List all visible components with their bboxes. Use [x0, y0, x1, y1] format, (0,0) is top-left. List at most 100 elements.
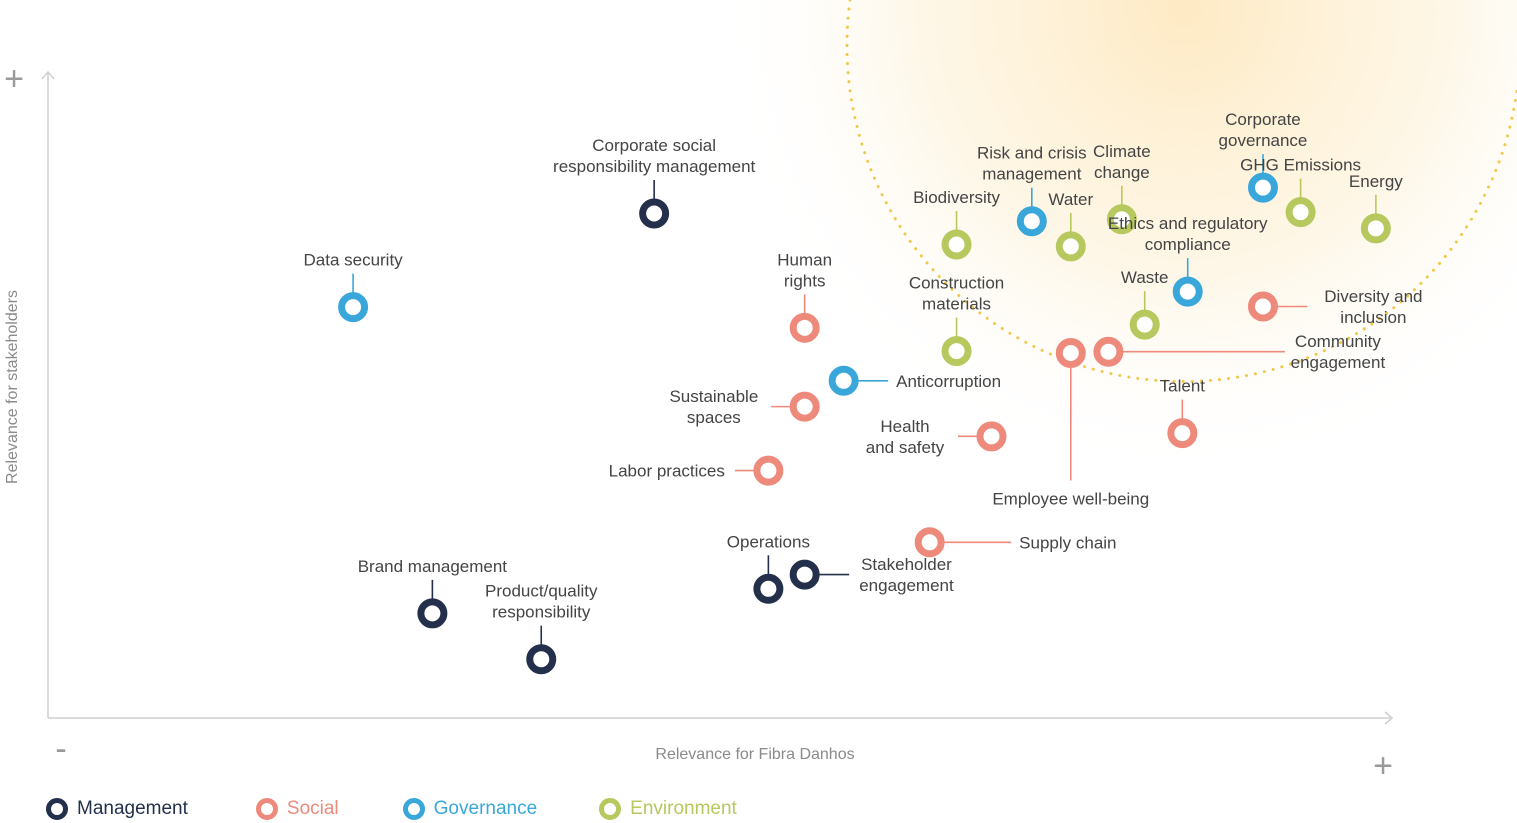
point-marker — [338, 292, 369, 323]
legend-marker-management — [46, 798, 68, 820]
legend-marker-environment — [599, 798, 622, 820]
point-label: Construction — [909, 274, 1004, 293]
x-axis-max-sign: + — [1373, 747, 1393, 785]
point-label: Stakeholder — [861, 555, 952, 574]
legend-marker-governance — [402, 798, 425, 820]
point-label: Data security — [303, 251, 403, 270]
point-marker — [789, 312, 820, 343]
point-waste: Waste — [1121, 268, 1169, 340]
point-corporate-governance: Corporate governance — [1219, 110, 1308, 203]
point-label: materials — [922, 295, 991, 314]
point-label: Ethics and regulatory — [1108, 214, 1268, 233]
point-label: Diversity and — [1324, 287, 1422, 306]
point-sustainable-spaces: Sustainable spaces — [669, 387, 820, 427]
point-label: Brand management — [358, 557, 508, 576]
point-label: GHG Emissions — [1240, 156, 1361, 175]
point-marker — [1247, 172, 1278, 203]
point-label: Risk and crisis — [977, 144, 1087, 163]
x-axis-arrow — [1384, 711, 1394, 725]
legend-label-environment: Environment — [630, 798, 737, 819]
legend-item-social: Social — [255, 798, 339, 820]
point-label: Biodiversity — [913, 188, 1000, 207]
point-label: Climate — [1093, 142, 1151, 161]
y-axis-title: Relevance for stakeholders — [4, 290, 21, 484]
highlight-dotted-arc — [845, 0, 1517, 384]
point-data-security: Data security — [303, 251, 403, 323]
point-label: Water — [1048, 190, 1093, 209]
point-label: Anticorruption — [896, 372, 1001, 391]
point-marker — [1129, 309, 1160, 340]
legend-marker-social — [255, 798, 278, 820]
point-product-quality-responsibility: Product/quality responsibility — [485, 582, 598, 675]
point-water: Water — [1048, 190, 1093, 262]
point-marker — [1106, 204, 1137, 235]
point-marker — [1172, 276, 1203, 307]
point-ghg-emissions: GHG Emissions — [1240, 156, 1361, 228]
point-label: Talent — [1160, 377, 1206, 396]
point-marker — [1247, 291, 1278, 322]
point-brand-management: Brand management — [358, 557, 508, 629]
point-construction-materials: Construction materials — [909, 274, 1004, 367]
point-label: Human — [777, 250, 832, 269]
point-marker — [639, 198, 670, 229]
point-anticorruption: Anticorruption — [828, 365, 1001, 396]
point-marker — [1055, 338, 1086, 369]
point-community-engagement: Community engagement — [1093, 332, 1386, 372]
legend-label-social: Social — [286, 798, 339, 819]
legend-label-management: Management — [77, 798, 188, 819]
point-stakeholder-engagement: Stakeholder engagement — [789, 555, 954, 595]
point-labor-practices: Labor practices — [609, 455, 784, 486]
legend-label-governance: Governance — [433, 798, 538, 819]
point-marker — [914, 527, 945, 558]
highlight-zone — [715, 0, 1517, 480]
point-label: Community — [1295, 332, 1381, 351]
point-label: Health — [880, 417, 929, 436]
legend-item-environment: Environment — [599, 798, 737, 820]
axes: + - + Relevance for Fibra Danhos Relevan… — [4, 60, 1394, 785]
point-label: Waste — [1121, 268, 1169, 287]
point-marker — [1055, 231, 1086, 262]
point-marker — [753, 573, 784, 604]
point-label: Employee well-being — [992, 490, 1149, 509]
point-label: Energy — [1349, 172, 1403, 191]
point-employee-well-being: Employee well-being — [992, 338, 1149, 509]
y-axis-max-sign: + — [4, 60, 24, 98]
point-marker — [1167, 418, 1198, 449]
point-label: and safety — [866, 438, 945, 457]
point-risk-and-crisis-management: Risk and crisis management — [977, 144, 1087, 237]
point-label: Labor practices — [609, 462, 725, 481]
point-label: management — [982, 165, 1082, 184]
point-label: Product/quality — [485, 582, 598, 601]
point-marker — [1360, 213, 1391, 244]
point-label: governance — [1219, 131, 1308, 150]
point-label: Corporate social — [592, 136, 716, 155]
point-label: responsibility — [492, 603, 591, 622]
point-label: engagement — [859, 576, 954, 595]
legend-item-management: Management — [46, 798, 188, 820]
point-marker — [1016, 206, 1047, 237]
point-health-and-safety: Health and safety — [866, 417, 1007, 457]
point-marker — [789, 559, 820, 590]
point-biodiversity: Biodiversity — [913, 188, 1001, 260]
point-label: Sustainable — [669, 387, 758, 406]
point-marker — [941, 229, 972, 260]
point-human-rights: Human rights — [777, 250, 832, 343]
point-label: Operations — [727, 532, 810, 551]
point-marker — [941, 336, 972, 367]
legend: Management Social Governance Environment — [46, 798, 807, 820]
point-label: Corporate — [1225, 110, 1301, 129]
point-marker — [1285, 197, 1316, 228]
y-axis-arrow — [41, 70, 55, 80]
point-supply-chain: Supply chain — [914, 527, 1117, 558]
point-label: rights — [784, 271, 826, 290]
point-marker — [1093, 336, 1124, 367]
point-label: spaces — [687, 408, 741, 427]
point-label: engagement — [1291, 353, 1386, 372]
x-axis-min-sign: - — [55, 730, 66, 768]
point-marker — [526, 644, 557, 675]
point-talent: Talent — [1160, 377, 1206, 449]
